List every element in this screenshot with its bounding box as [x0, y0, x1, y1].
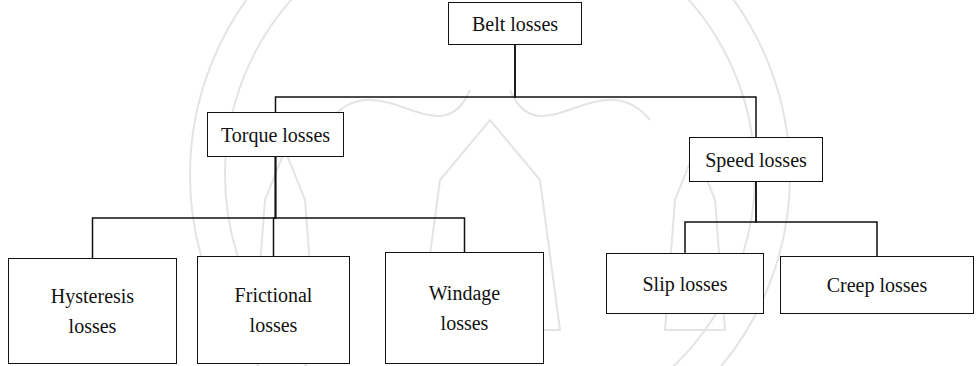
tree-connector [685, 182, 756, 253]
process-box: Windage losses [385, 252, 544, 364]
process-box: Torque losses [207, 112, 344, 157]
process-box: Frictional losses [197, 256, 350, 364]
process-box: Speed losses [689, 137, 823, 182]
tree-connector [515, 45, 756, 137]
tree-connector [276, 45, 516, 112]
tree-connector [756, 182, 877, 256]
process-box: Creep losses [780, 256, 974, 314]
box-label: Hysteresis losses [35, 281, 150, 341]
process-box: Belt losses [448, 2, 582, 45]
box-label: Speed losses [705, 145, 807, 175]
tree-connector [276, 157, 465, 252]
box-label: Creep losses [827, 270, 928, 300]
tree-connector [93, 157, 276, 258]
box-label: Belt losses [472, 9, 558, 39]
box-label: Windage losses [415, 278, 515, 338]
process-box: Slip losses [606, 253, 764, 314]
box-label: Slip losses [642, 269, 727, 299]
box-label: Frictional losses [219, 280, 329, 340]
process-box: Hysteresis losses [8, 258, 177, 364]
box-label: Torque losses [221, 120, 330, 150]
